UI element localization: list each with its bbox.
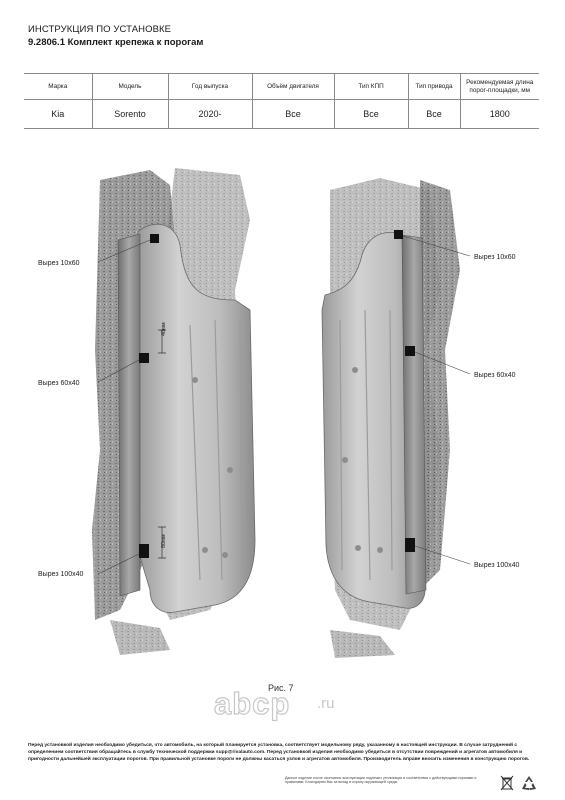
- document-subtitle: 9.2806.1 Комплект крепежа к порогам: [28, 37, 204, 48]
- model-value: Sorento: [91, 99, 169, 129]
- underbody-drawing: [92, 168, 471, 658]
- right-callout-cut-bottom: Вырез 100x40: [474, 562, 520, 569]
- left-underbody-view: [92, 168, 256, 620]
- left-dim-40-line: [158, 329, 166, 354]
- left-leader-bottom: [97, 553, 140, 575]
- abcp-logo: abcp .ru: [213, 685, 364, 721]
- col-gearbox-header: Тип КПП: [333, 73, 409, 100]
- left-leader-top: [97, 239, 151, 263]
- logo-suffix: .ru: [317, 695, 335, 712]
- col-length-header: Рекомендуемая длина порог-площадки, мм: [459, 73, 539, 100]
- col-drive-header: Тип привода: [407, 73, 461, 100]
- left-cut-100x40-mark: [139, 544, 149, 558]
- left-callout-cut-top: Вырез 10x60: [38, 260, 80, 267]
- engine-value: Все: [251, 99, 335, 129]
- right-callout-cut-mid: Вырез 60x40: [474, 372, 516, 379]
- col-year-header: Год выпуска: [167, 73, 253, 100]
- installation-figure: Вырез 10x60 Вырез 60x40 Вырез 100x40 Выр…: [0, 150, 565, 670]
- document-header: ИНСТРУКЦИЯ ПО УСТАНОВКЕ 9.2806.1 Комплек…: [28, 24, 203, 48]
- year-value: 2020-: [167, 99, 253, 129]
- logo-name: abcp: [213, 685, 291, 721]
- right-leader-bottom: [414, 545, 471, 565]
- right-leader-top: [402, 235, 471, 257]
- left-leader-mid: [97, 359, 140, 383]
- document-title: ИНСТРУКЦИЯ ПО УСТАНОВКЕ: [28, 24, 172, 35]
- right-cut-10x60-mark: [394, 230, 403, 239]
- brand-value: Kia: [24, 99, 93, 129]
- recycle-icon: [522, 776, 536, 790]
- drive-value: Все: [407, 99, 461, 129]
- right-cut-60x40-mark: [405, 346, 415, 356]
- left-callout-cut-bottom: Вырез 100x40: [38, 571, 84, 578]
- col-brand-header: Марка: [24, 73, 93, 100]
- spec-header-row: Марка Модель Год выпуска Объём двигателя…: [24, 73, 539, 100]
- gearbox-value: Все: [333, 99, 409, 129]
- vehicle-spec-table: Марка Модель Год выпуска Объём двигателя…: [24, 73, 539, 129]
- right-callout-cut-top: Вырез 10x60: [474, 254, 516, 261]
- left-callout-cut-mid: Вырез 60x40: [38, 380, 80, 387]
- right-cut-100x40-mark: [405, 538, 415, 552]
- spec-value-row: Kia Sorento 2020- Все Все Все 1800: [24, 99, 539, 129]
- right-underbody-view: [321, 178, 471, 630]
- length-value: 1800: [459, 99, 539, 129]
- left-cut-60x40-mark: [139, 353, 149, 363]
- trash-bin-crossed-icon: [500, 775, 514, 791]
- col-engine-header: Объём двигателя: [251, 73, 335, 100]
- dimension-80mm-label: 80мм: [161, 534, 167, 548]
- figure-caption: Рис. 7: [268, 683, 294, 693]
- left-dim-80-line: [158, 526, 166, 559]
- col-model-header: Модель: [91, 73, 169, 100]
- dimension-40mm-label: 40мм: [161, 322, 167, 336]
- installation-notice: Перед установкой изделия необходимо убед…: [28, 743, 530, 762]
- left-cut-10x60-mark: [150, 234, 159, 243]
- right-leader-mid: [414, 351, 471, 375]
- recycling-note: Данное изделие после окончания эксплуата…: [285, 776, 477, 785]
